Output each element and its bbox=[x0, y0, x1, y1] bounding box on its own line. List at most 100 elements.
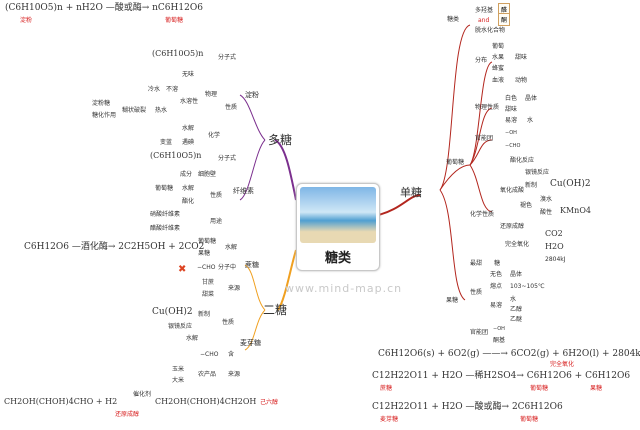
r-silver: 银镜反应 bbox=[525, 169, 550, 176]
watermark: www.mind-map.cn bbox=[285, 282, 403, 295]
lb-fructose: 果糖 bbox=[198, 250, 211, 257]
branch-lb-main bbox=[277, 249, 297, 311]
r-f-melt: 熔点 bbox=[490, 283, 503, 290]
starch-color: 无味 bbox=[182, 71, 195, 78]
lb-source2: 来源 bbox=[228, 371, 241, 378]
r-dist-blood: 血液 bbox=[492, 77, 505, 84]
starch-property: 性质 bbox=[225, 104, 238, 111]
r-complete: 完全氧化 bbox=[505, 241, 530, 248]
branch-right-fructose bbox=[439, 189, 466, 301]
r-co2: CO2 bbox=[545, 229, 563, 238]
branch-right-main bbox=[377, 194, 421, 216]
r-cho: −CHO bbox=[505, 143, 521, 149]
cellulose-formula: (C6H10O5)n bbox=[150, 151, 202, 160]
eq-maltose: C12H22O11 + H2O —酸或酶→ 2C6H12O6 bbox=[372, 402, 563, 412]
starch-node: 淀粉 bbox=[245, 91, 259, 99]
eq-sucrose-right: 果糖 bbox=[590, 385, 603, 392]
r-dehydrate: 脱水化合物 bbox=[475, 27, 506, 34]
cellulose-node: 纤维素 bbox=[233, 187, 254, 195]
r-reduce: 还原成醇 bbox=[500, 223, 525, 230]
r-fructose: 果糖 bbox=[446, 297, 459, 304]
r-bromine: 溴水 bbox=[540, 196, 553, 203]
starch-cold-value: 不溶 bbox=[166, 86, 179, 93]
lb-mol-struct: 分子中 bbox=[218, 264, 237, 271]
lb-maltose: 麦芽糖 bbox=[240, 339, 261, 347]
eq-sucrose-left: 蔗糖 bbox=[380, 385, 393, 392]
starch-hot-label3: 糊状破裂 bbox=[122, 107, 147, 114]
r-cuoh2: Cu(OH)2 bbox=[550, 179, 591, 189]
r-oh: −OH bbox=[505, 130, 517, 136]
r-f-functional: 官能团 bbox=[470, 329, 489, 336]
eq-sucrose: C12H22O11 + H2O —稀H2SO4→ C6H12O6 + C6H12… bbox=[372, 371, 631, 381]
branch-right-phys bbox=[469, 107, 493, 166]
lb-fresh: 新制 bbox=[198, 311, 211, 318]
r-soluble: 易溶 bbox=[505, 117, 518, 124]
starch-hydro: 水解 bbox=[182, 125, 195, 132]
reduce-label: 还原成醇 bbox=[115, 411, 140, 418]
r-polyhydroxy: 多羟基 bbox=[475, 7, 494, 14]
r-ketone: 酮 bbox=[501, 17, 508, 24]
r-oxidize: 氧化成酸 bbox=[500, 187, 525, 194]
starch-cold: 冷水 bbox=[148, 86, 161, 93]
branch-lt-cell bbox=[239, 139, 266, 201]
branch-label-polysaccharide: 多糖 bbox=[268, 133, 293, 147]
cellulose-comp: 成分 bbox=[180, 171, 193, 178]
lb-agri: 农产品 bbox=[198, 371, 217, 378]
starch-iodine: 变蓝 bbox=[160, 139, 173, 146]
eq-sucrose-mid: 葡萄糖 bbox=[530, 385, 549, 392]
lb-sweet: 甘蔗 bbox=[202, 279, 215, 286]
branch-right-glucose bbox=[439, 164, 471, 191]
r-kmno4: KMnO4 bbox=[560, 206, 591, 215]
starch-formula: (C6H10O5)n bbox=[152, 49, 204, 58]
branch-right-dist bbox=[469, 61, 493, 166]
branch-label-disaccharide: 二糖 bbox=[263, 303, 288, 317]
r-f-ether: 乙醚 bbox=[510, 316, 523, 323]
starch-hot-label2: 糖化作用 bbox=[92, 112, 117, 119]
lb-source: 来源 bbox=[228, 285, 241, 292]
r-f-oh: −OH bbox=[493, 326, 505, 332]
r-dist-grape: 葡萄 bbox=[492, 43, 505, 50]
r-chem: 化学性质 bbox=[470, 211, 495, 218]
reduce-eq-left: CH2OH(CHOH)4CHO + H2 bbox=[4, 397, 118, 406]
starch-chem: 化学 bbox=[208, 132, 221, 139]
r-water: 水 bbox=[527, 117, 534, 124]
center-node: 糖类 bbox=[296, 183, 380, 271]
r-and: and bbox=[478, 17, 490, 24]
r-acid: 酸性 bbox=[540, 209, 553, 216]
lb-rice: 大米 bbox=[172, 377, 185, 384]
r-f-least: 最甜 bbox=[470, 260, 483, 267]
starch-hot-label1: 淀粉糖 bbox=[92, 100, 111, 107]
reduce-eq-right: CH2OH(CHOH)4CH2OH bbox=[155, 397, 257, 406]
cellulose-wall: 细胞壁 bbox=[198, 171, 217, 178]
r-sugar-class: 糖类 bbox=[447, 16, 460, 23]
r-sweet: 甜味 bbox=[505, 106, 518, 113]
starch-soluble: 水溶性 bbox=[180, 98, 199, 105]
cross-mark-icon: ✖ bbox=[178, 264, 187, 275]
r-energy: 2804kJ bbox=[545, 256, 566, 263]
r-crystal: 晶体 bbox=[525, 95, 538, 102]
branch-right-chem bbox=[469, 164, 493, 213]
reduce-eq-note: 己六醇 bbox=[260, 399, 279, 406]
lb-beet: 甜菜 bbox=[202, 291, 215, 298]
r-f-ethanol: 乙醇 bbox=[510, 306, 523, 313]
formula-top: (C6H10O5)n + nH2O —酸或酶→ nC6H12O6 bbox=[5, 3, 203, 13]
cellulose-nitro: 硝酸纤维素 bbox=[150, 211, 181, 218]
branch-lb-maltose bbox=[244, 309, 266, 351]
branch-lt-main bbox=[274, 139, 297, 201]
lb-glucose: 葡萄糖 bbox=[198, 238, 217, 245]
starch-iodine-label: 遇碘 bbox=[182, 139, 195, 146]
r-green: 褪色 bbox=[520, 202, 533, 209]
r-aldehyde: 醛 bbox=[501, 7, 508, 14]
branch-right-func bbox=[469, 139, 493, 166]
r-f-ketone: 酮基 bbox=[493, 337, 506, 344]
lb-no-cho: −CHO bbox=[197, 264, 216, 271]
cellulose-property: 性质 bbox=[210, 192, 223, 199]
ferment-eq: C6H12O6 —酒化酶→ 2C2H5OH + 2CO2 bbox=[24, 242, 205, 252]
beach-image bbox=[300, 187, 376, 243]
r-f-crystal: 晶体 bbox=[510, 271, 523, 278]
lb-cuoh2: Cu(OH)2 bbox=[152, 307, 193, 317]
r-f-soluble: 易溶 bbox=[490, 302, 503, 309]
r-dist-sweet: 甜味 bbox=[515, 54, 528, 61]
cellulose-acetate: 醋酸纤维素 bbox=[150, 225, 181, 232]
